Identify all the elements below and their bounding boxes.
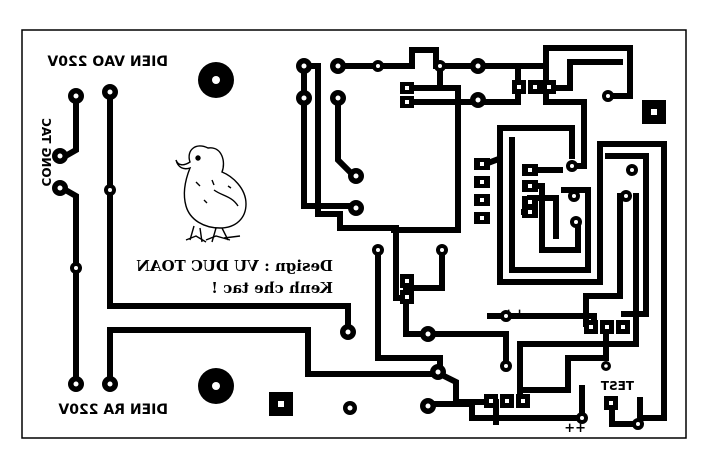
ic-pads: [400, 80, 630, 410]
test-text: TEST: [600, 379, 634, 393]
plus-lower-text: ++: [564, 421, 586, 436]
label-test: TEST: [600, 379, 634, 393]
label-power-in: DIEN VAO 220V: [47, 54, 168, 70]
label-power-out: DIEN RA 220V: [58, 402, 168, 418]
mounting-holes: [198, 62, 234, 404]
common-text: CONG TAC: [39, 118, 53, 187]
label-design: Design : VU DUC TOAN: [136, 257, 333, 275]
round-pads: [52, 58, 644, 430]
design-text: Design : VU DUC TOAN: [136, 257, 333, 275]
power-in-text: DIEN VAO 220V: [47, 54, 168, 70]
power-out-text: DIEN RA 220V: [58, 402, 168, 418]
circuit-traces: [301, 45, 667, 427]
label-plus-lower: ++: [564, 421, 586, 436]
board-outline: [21, 29, 687, 439]
label-common: CONG TAC: [39, 118, 53, 187]
chick-icon: [175, 145, 247, 243]
square-pads: [269, 100, 666, 416]
channel-text: Kenh che tac !: [211, 279, 333, 297]
label-channel: Kenh che tac !: [211, 279, 333, 297]
